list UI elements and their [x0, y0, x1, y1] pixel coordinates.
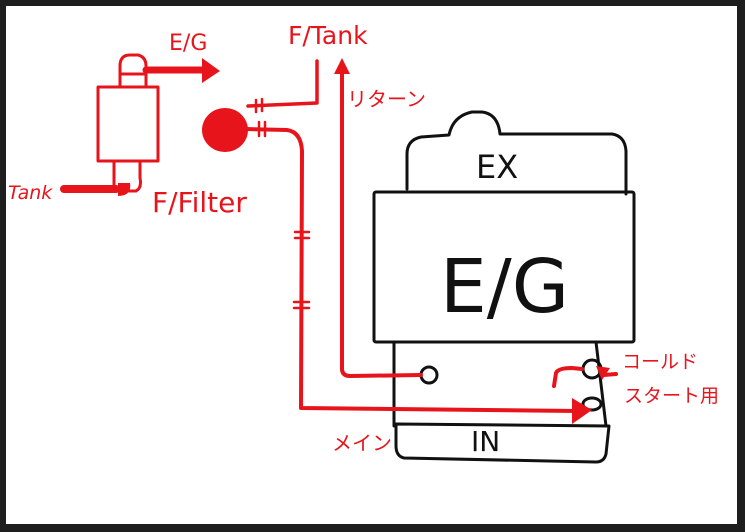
fuel-filter-body	[96, 85, 160, 163]
intake-section-outline	[394, 422, 611, 464]
tank-inlet-curl	[118, 183, 131, 196]
fuel-system-diagram: E/G F/Tank リターン Tank F/Filter EX E/G IN …	[8, 21, 719, 464]
ftank-label: F/Tank	[288, 21, 368, 50]
fuel-pump	[202, 108, 248, 152]
in-label: IN	[471, 425, 500, 458]
eg-label: E/G	[440, 244, 569, 330]
return-label: リターン	[347, 87, 426, 111]
cold-start-label-line1: コールド	[622, 351, 698, 373]
return-port	[419, 365, 439, 385]
cold-start-line	[552, 366, 618, 388]
main-arrow-head	[572, 398, 592, 424]
engine-lower-outline	[392, 340, 608, 428]
engine-block-outline	[372, 190, 636, 344]
fuel-filter-bottom	[112, 159, 142, 193]
coupling-marks-lower	[257, 120, 311, 310]
pump-to-ftank-line	[246, 59, 319, 108]
main-label: メイン	[332, 431, 392, 455]
ftank-arrow-head	[334, 58, 350, 74]
eg-arrow-label: E/G	[169, 31, 207, 56]
drawing-canvas: E/G F/Tank リターン Tank F/Filter EX E/G IN …	[6, 6, 737, 524]
engine-arrow-head	[202, 58, 220, 83]
fuel-filter-top	[118, 53, 148, 89]
ex-label: EX	[476, 148, 518, 186]
return-line	[340, 70, 423, 378]
pump-to-main-line	[244, 127, 580, 413]
tank-label: Tank	[8, 182, 53, 204]
ffilter-label: F/Filter	[152, 186, 247, 219]
cold-start-arrow-head	[596, 366, 610, 380]
coupling-marks-upper	[254, 97, 264, 114]
cold-start-label-line2: スタート用	[624, 385, 719, 407]
exhaust-section-outline	[405, 110, 628, 196]
